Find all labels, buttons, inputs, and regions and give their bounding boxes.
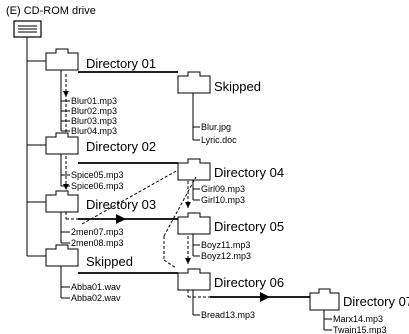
folder-icon [177, 212, 211, 235]
folder-label: Directory 01 [86, 56, 156, 71]
file-name: Blur02.mp3 [71, 106, 117, 116]
folder-skipped-b: Skipped [45, 244, 133, 269]
file-name: Twain15.mp3 [333, 325, 387, 334]
file-name: Blur.jpg [201, 122, 231, 132]
file-name: 2men08.mp3 [71, 238, 124, 248]
arrow-icon [63, 91, 69, 97]
file-name: Marx14.mp3 [333, 314, 383, 324]
folder-label: Directory 07 [343, 294, 409, 309]
file-name: Spice06.mp3 [71, 181, 124, 191]
folder-directory-06: Directory 06 [177, 268, 284, 291]
folder-label: Directory 06 [214, 275, 284, 290]
drive-label: (E) CD-ROM drive [6, 5, 96, 17]
file-name: Boyz12.mp3 [201, 251, 251, 261]
folder-directory-05: Directory 05 [177, 212, 284, 235]
folder-icon [45, 132, 79, 155]
arrow-icon [260, 292, 270, 302]
folder-icon [45, 244, 79, 267]
folder-icon [45, 190, 79, 213]
file-name: Girl09.mp3 [201, 184, 245, 194]
folder-label: Directory 05 [214, 219, 284, 234]
file-name: Blur03.mp3 [71, 116, 117, 126]
file-name: Blur04.mp3 [71, 126, 117, 136]
arrow-icon [116, 214, 126, 224]
folder-icon [309, 288, 340, 311]
file-name: 2men07.mp3 [71, 227, 124, 237]
folder-label: Skipped [86, 254, 133, 269]
folder-label: Skipped [214, 79, 261, 94]
folder-skipped-a: Skipped [177, 71, 261, 94]
playback-order-path [63, 74, 300, 302]
file-name: Boyz11.mp3 [201, 240, 250, 250]
file-name: Spice05.mp3 [71, 170, 124, 180]
file-name: Abba01.wav [71, 282, 121, 292]
file-name: Bread13.mp3 [201, 310, 255, 320]
folder-label: Directory 04 [214, 165, 284, 180]
file-name: Blur01.mp3 [71, 96, 117, 106]
folder-label: Directory 03 [86, 197, 156, 212]
folder-icon [177, 71, 211, 94]
folder-label: Directory 02 [86, 139, 156, 154]
folder-icon [177, 268, 211, 291]
folder-directory-01: Directory 01 [45, 48, 156, 71]
arrow-icon [185, 202, 191, 208]
arrow-icon [63, 184, 69, 190]
folder-directory-04: Directory 04 [177, 158, 284, 181]
cd-rom-drive-icon [13, 20, 42, 38]
folder-icon [177, 158, 211, 181]
folder-icon [45, 48, 79, 71]
file-name: Lyric.doc [201, 135, 237, 145]
arrow-icon [185, 258, 191, 264]
folder-directory-02: Directory 02 [45, 132, 156, 155]
file-name: Girl10.mp3 [201, 195, 245, 205]
file-name: Abba02.wav [71, 293, 121, 303]
folder-directory-07: Directory 07 [309, 288, 409, 311]
folder-directory-03: Directory 03 [45, 190, 156, 213]
